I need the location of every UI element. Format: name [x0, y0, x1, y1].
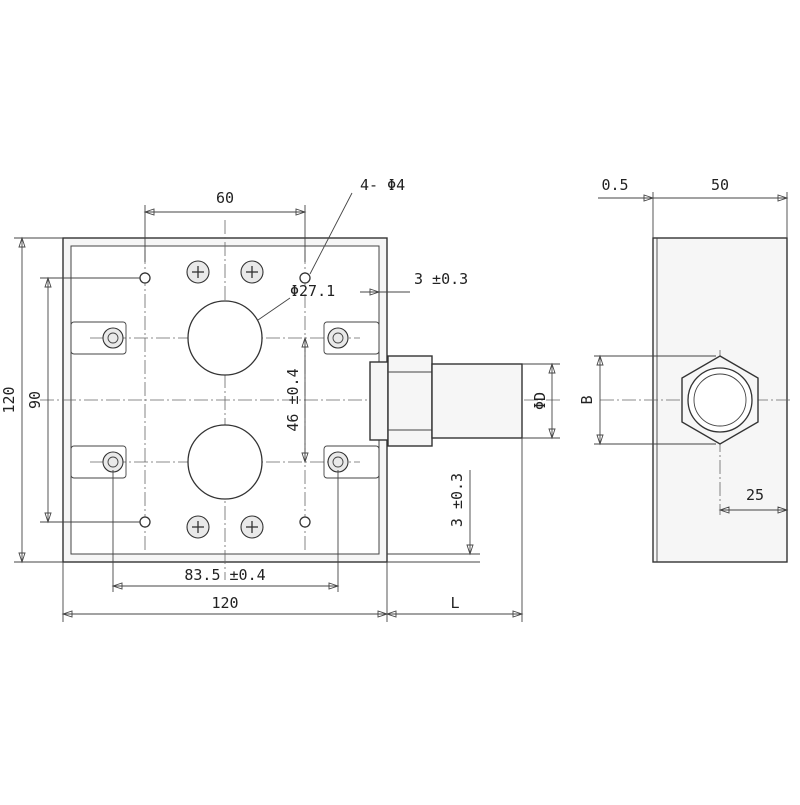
knockout-lower [187, 424, 263, 500]
mount-slot-bottom-left [70, 445, 127, 479]
cover-screw-top-right-icon [240, 260, 264, 284]
cover-screw-bottom-left-icon [186, 515, 210, 539]
dim-fitting-dia: ΦD [531, 392, 549, 410]
small-hole-bottom-right [299, 516, 311, 528]
dim-side-wall: 0.5 [601, 176, 628, 194]
small-hole-top-right [299, 272, 311, 284]
dim-offset-bottom: 3 ±0.3 [448, 473, 466, 527]
conduit-fitting [369, 355, 523, 447]
dim-hex-size: B [578, 395, 596, 404]
dim-knockout-dia: Φ27.1 [290, 282, 335, 300]
dim-hole-count-dia: 4- Φ4 [360, 176, 405, 194]
dim-hole-spacing-top: 60 [216, 189, 234, 207]
dim-mount-spacing-v: 90 [26, 391, 44, 409]
cover-screw-bottom-right-icon [240, 515, 264, 539]
dim-offset-right: 3 ±0.3 [414, 270, 468, 288]
cover-screw-top-left-icon [186, 260, 210, 284]
mount-slot-top-right [323, 321, 380, 355]
dim-height-overall: 120 [0, 386, 18, 413]
small-hole-top-left [139, 272, 151, 284]
hex-nut-icon [681, 355, 759, 445]
knockout-upper [187, 300, 263, 376]
leader-knockout-dia [257, 297, 291, 321]
small-hole-bottom-left [139, 516, 151, 528]
dim-mount-spacing-h: 83.5 ±0.4 [184, 566, 265, 584]
dim-conduit-center: 25 [746, 486, 764, 504]
dim-depth: 50 [711, 176, 729, 194]
leader-hole-dia [309, 192, 353, 275]
mount-slot-top-left [70, 321, 127, 355]
dim-fitting-length: L [450, 594, 459, 612]
dim-width-overall: 120 [211, 594, 238, 612]
dim-knockout-spacing: 46 ±0.4 [284, 368, 302, 431]
